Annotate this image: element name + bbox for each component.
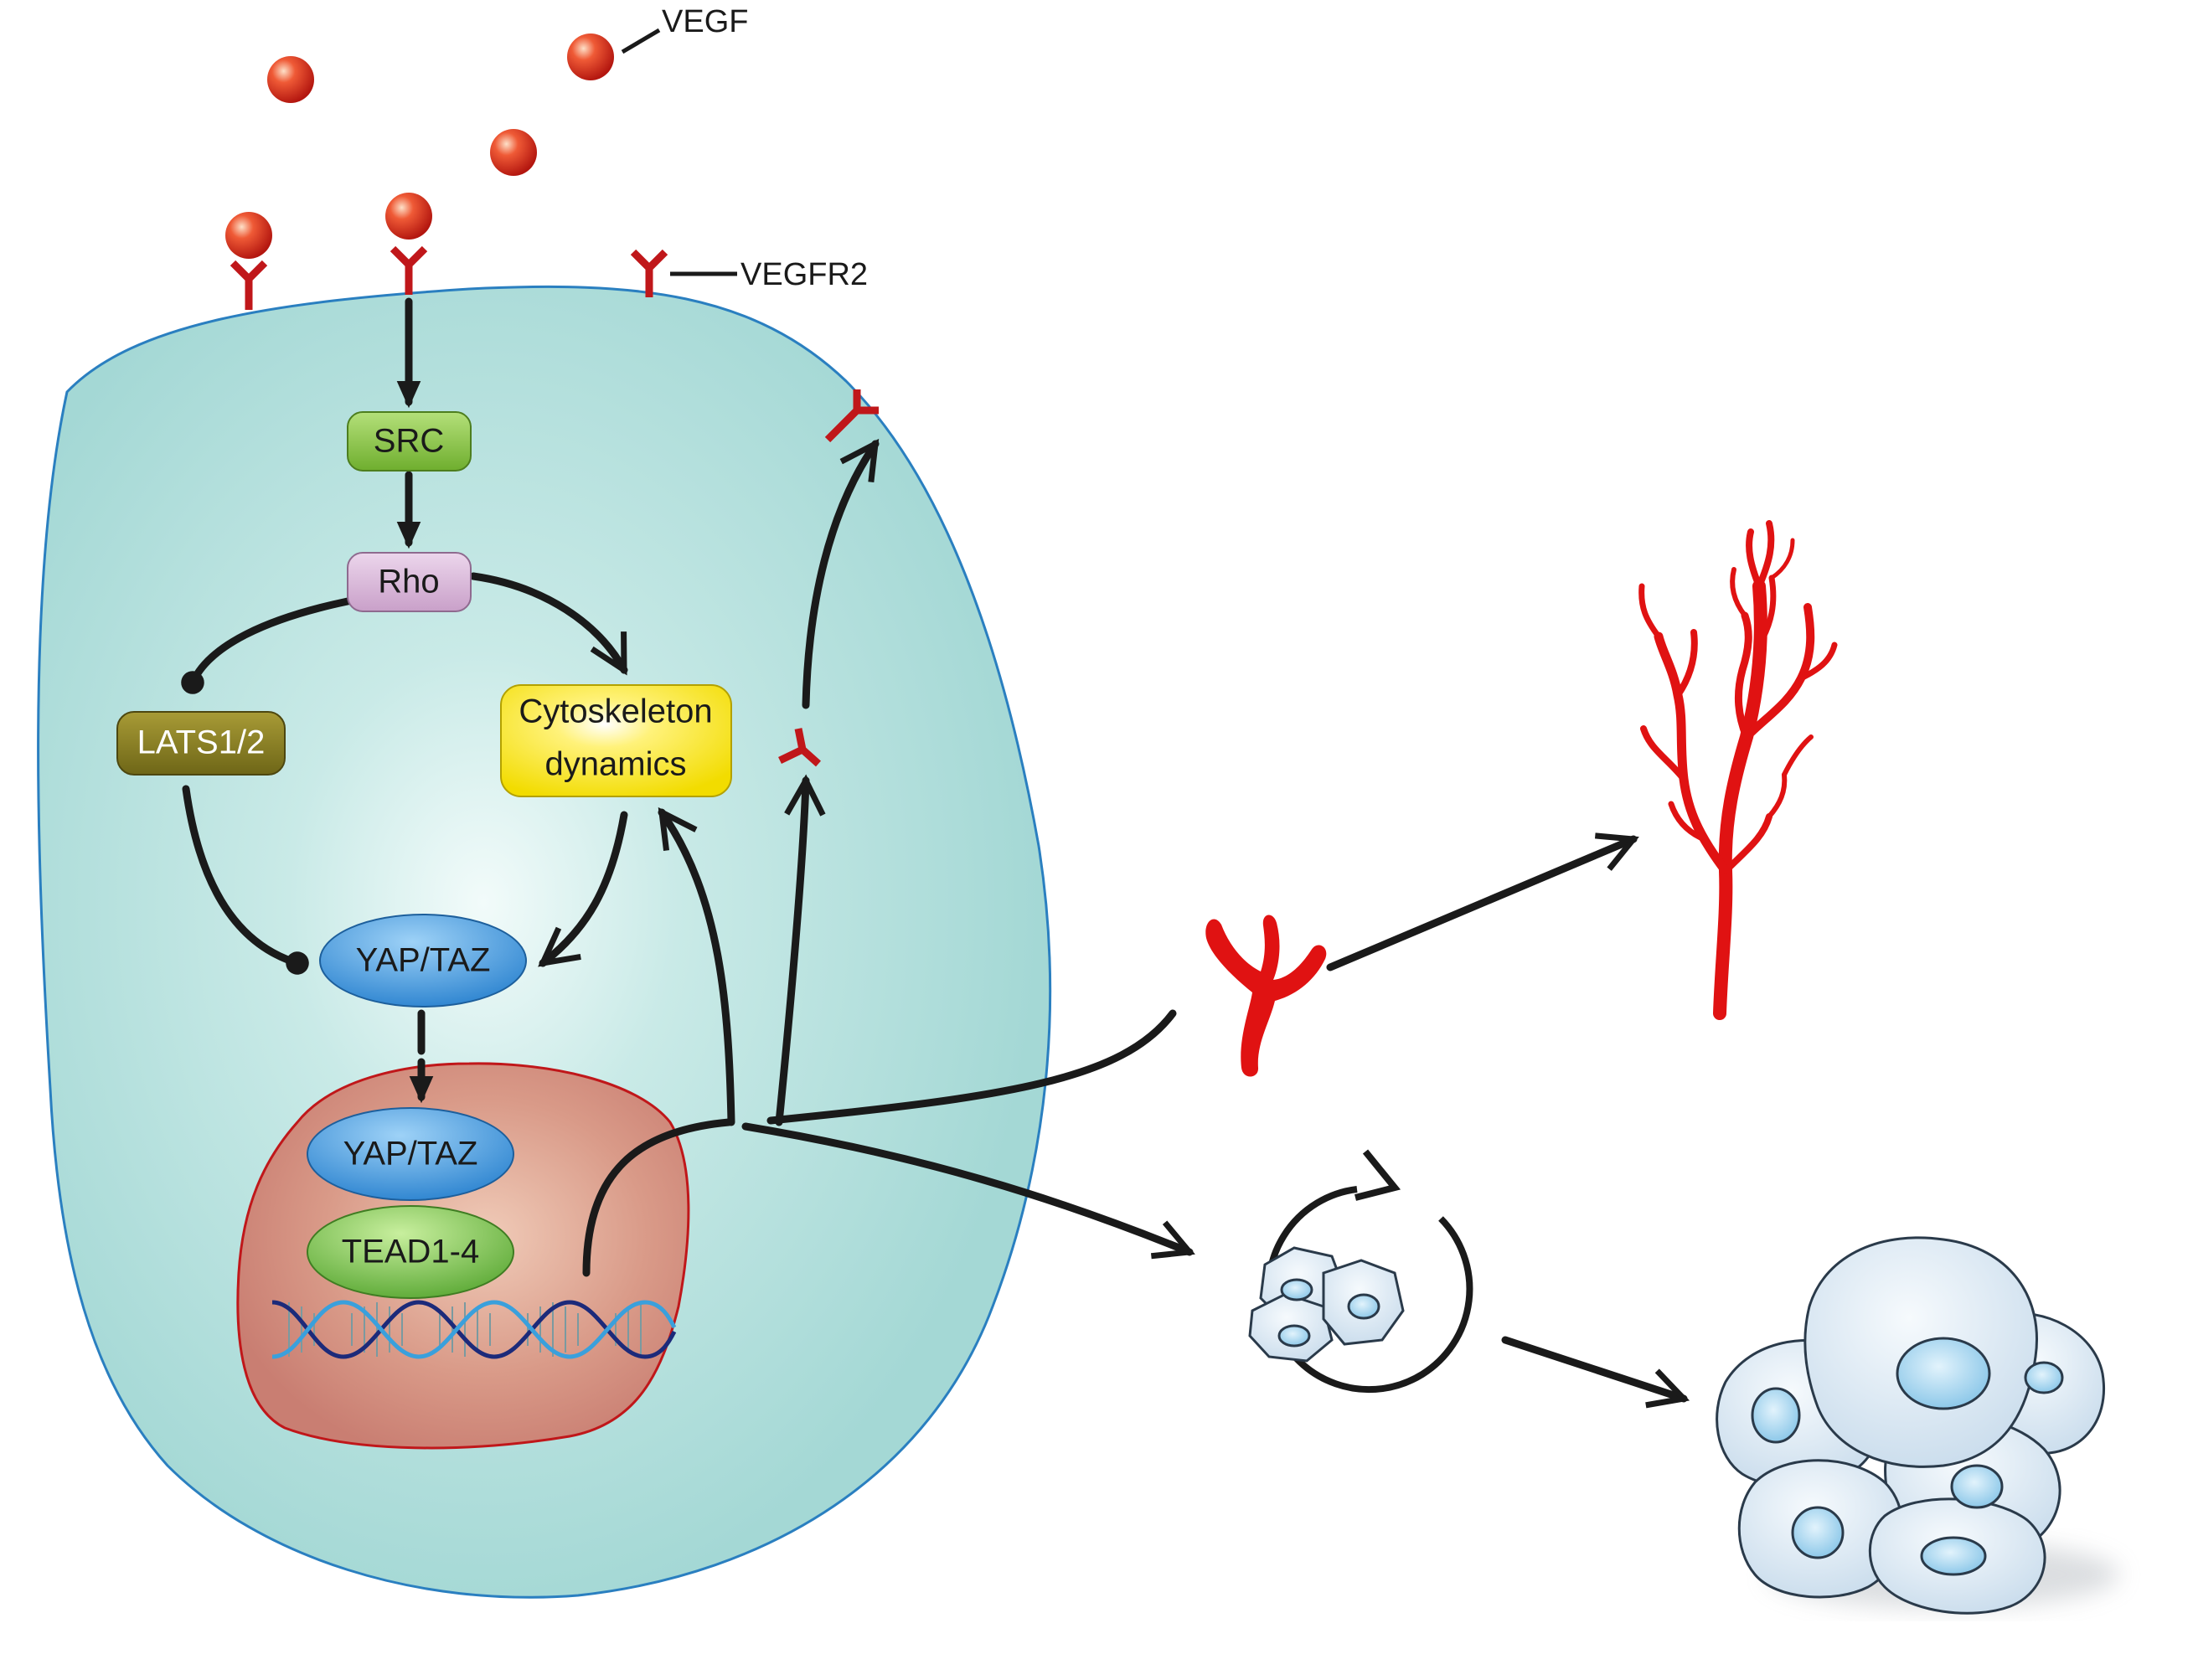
node-cytoskeleton: Cytoskeleton dynamics [500, 684, 732, 797]
svg-text:Rho: Rho [378, 564, 439, 600]
edge-rho-inhibits-lats [181, 597, 352, 694]
vegf-ligand-icon [225, 33, 614, 259]
cell-cluster-icon [1716, 1236, 2119, 1615]
edge-cytoskeleton-to-yap [538, 811, 628, 967]
edge-to-vegfr2-membrane [802, 438, 880, 709]
secreted-vegfr2-icon [1205, 915, 1327, 1077]
edge-vegfr2-to-angiogenesis [1326, 832, 1639, 971]
blood-vessel-icon [1638, 520, 1838, 1020]
node-src: SRC [347, 411, 472, 472]
dna-helix-icon [271, 1300, 677, 1359]
node-lats: LATS1/2 [116, 711, 286, 776]
node-tead: TEAD1-4 [307, 1205, 514, 1299]
svg-text:dynamics: dynamics [545, 746, 687, 783]
svg-text:TEAD1-4: TEAD1-4 [342, 1234, 480, 1270]
svg-text:YAP/TAZ: YAP/TAZ [343, 1136, 478, 1172]
edge-rho-to-cytoskeleton [469, 572, 628, 676]
edge-to-secreted-vegfr2 [766, 1009, 1177, 1125]
edge-to-vegfr2-synthesis [775, 774, 826, 1126]
edge-to-proliferation [741, 1122, 1195, 1260]
vegf-label: VEGF [662, 4, 748, 39]
edge-to-cytoskeleton [658, 807, 735, 1126]
vegfr2-label: VEGFR2 [740, 257, 868, 292]
node-yap-taz-nucleus: YAP/TAZ [307, 1107, 514, 1201]
svg-text:Cytoskeleton: Cytoskeleton [519, 693, 712, 730]
vegfr2-receptor-icon [230, 245, 879, 767]
node-yap-taz-cytoplasm: YAP/TAZ [319, 914, 527, 1007]
node-rho: Rho [347, 552, 472, 612]
svg-text:LATS1/2: LATS1/2 [137, 724, 266, 761]
edge-proliferation-to-growth [1501, 1336, 1690, 1409]
svg-text:SRC: SRC [374, 423, 444, 460]
edge-gene-output-trunk [582, 1118, 733, 1277]
cell-cycle-icon [1248, 1149, 1473, 1394]
edge-lats-inhibits-yap [182, 785, 309, 975]
svg-text:YAP/TAZ: YAP/TAZ [356, 942, 491, 979]
vegf-leader-line [621, 28, 661, 54]
